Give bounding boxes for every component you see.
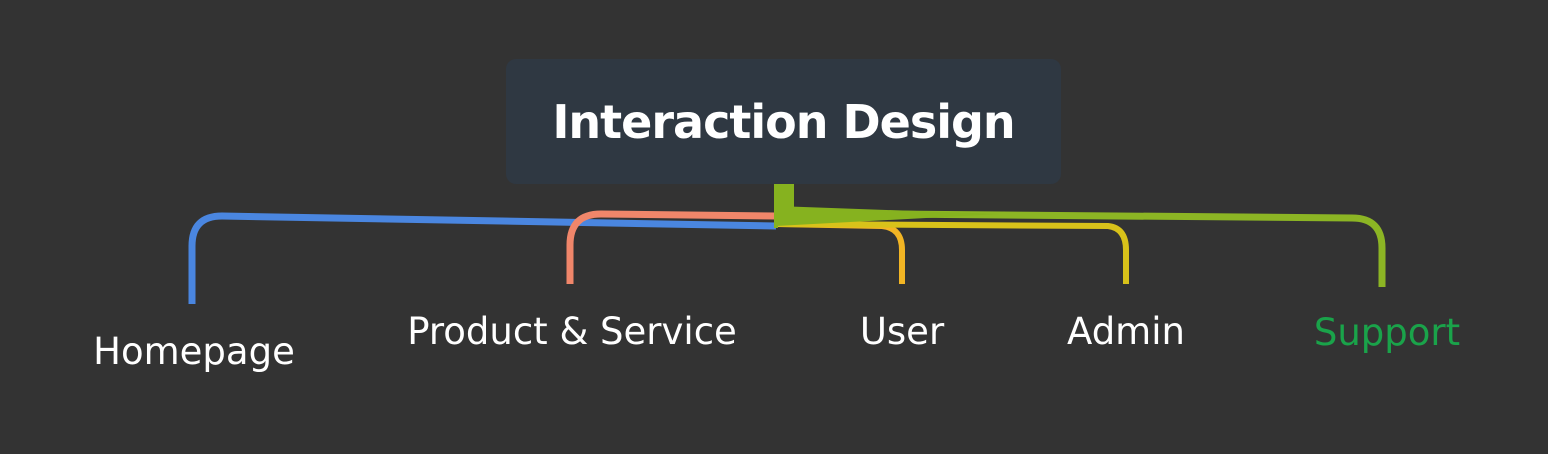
- root-stem: [774, 184, 794, 210]
- root-label: Interaction Design: [552, 94, 1015, 149]
- root-node[interactable]: Interaction Design: [506, 59, 1061, 184]
- branch-label-user[interactable]: User: [859, 310, 945, 353]
- branch-label-admin[interactable]: Admin: [1067, 310, 1185, 353]
- branch-label-product-service[interactable]: Product & Service: [407, 310, 737, 353]
- connector-admin: [775, 221, 1129, 284]
- connector-trunk: [776, 206, 1000, 226]
- connector-product-service: [566, 210, 777, 284]
- branch-label-homepage[interactable]: Homepage: [93, 330, 295, 373]
- branch-label-support[interactable]: Support: [1313, 311, 1461, 354]
- connector-homepage: [188, 212, 777, 304]
- connector-user: [775, 221, 905, 284]
- trunk-joint: [774, 206, 778, 228]
- connector-support: [775, 209, 1386, 287]
